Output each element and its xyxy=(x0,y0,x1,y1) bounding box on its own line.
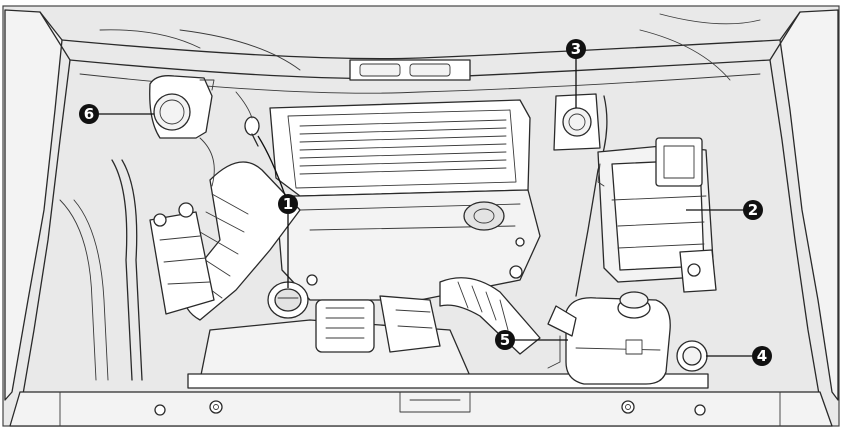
engine-cover xyxy=(269,99,541,301)
washer-reservoir-cap xyxy=(676,340,708,372)
leader-lines xyxy=(98,58,752,357)
brake-fluid-reservoir xyxy=(553,93,613,297)
callout-2: 2 xyxy=(743,200,763,220)
callout-2-label: 2 xyxy=(748,201,758,219)
body-outline xyxy=(4,9,839,401)
callout-1-label: 1 xyxy=(283,195,293,213)
leader-line-1b xyxy=(257,135,287,199)
coolant-expansion-tank xyxy=(547,291,671,385)
callout-3-label: 3 xyxy=(571,40,581,58)
reservoir-6 xyxy=(149,75,215,187)
battery xyxy=(597,137,717,293)
oil-filler-cap xyxy=(267,281,309,319)
callout-4: 4 xyxy=(752,346,772,366)
callout-1: 1 xyxy=(278,194,298,214)
callout-6: 6 xyxy=(79,104,99,124)
lower-engine xyxy=(199,277,541,381)
callout-5: 5 xyxy=(495,330,515,350)
intake-hoses xyxy=(59,159,301,381)
dipstick xyxy=(235,91,260,147)
callout-5-label: 5 xyxy=(500,331,510,349)
callout-4-label: 4 xyxy=(757,347,767,365)
callout-6-label: 6 xyxy=(84,105,94,123)
callout-3: 3 xyxy=(566,39,586,59)
